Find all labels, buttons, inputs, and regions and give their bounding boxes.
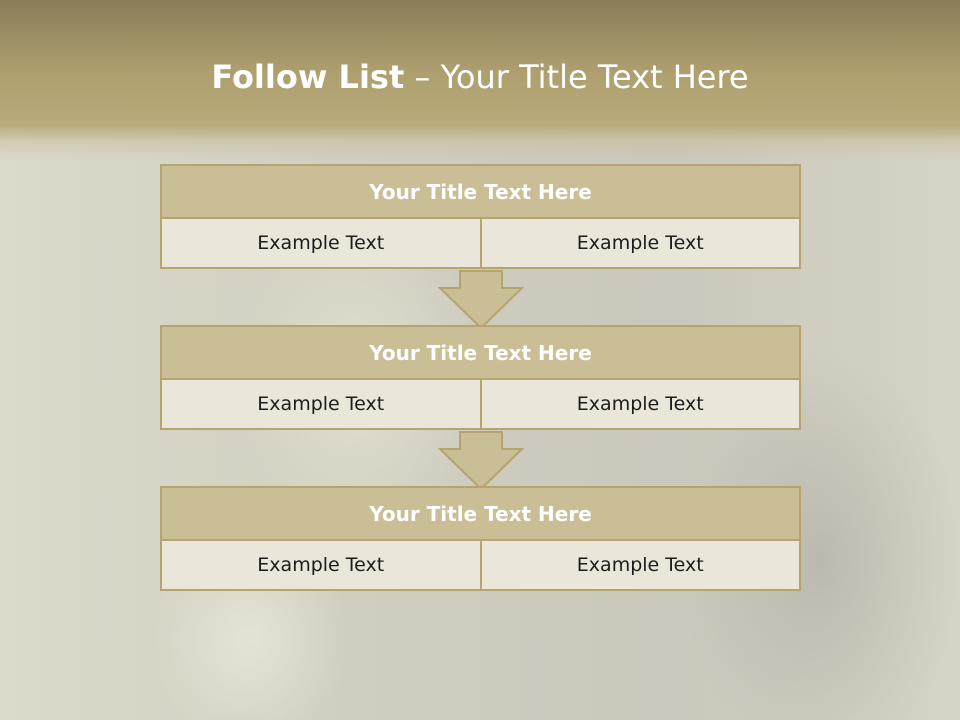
title-banner <box>0 0 960 160</box>
arrow-down-icon <box>438 270 524 330</box>
step-cell-right: Example Text <box>479 219 800 267</box>
step-header: Your Title Text Here <box>160 164 801 219</box>
step-cell-left: Example Text <box>257 232 385 254</box>
step-header: Your Title Text Here <box>160 486 801 541</box>
step-row: Example Text Example Text <box>160 380 801 430</box>
slide-title-rest: – Your Title Text Here <box>404 58 749 96</box>
step-cell-right: Example Text <box>479 541 800 589</box>
step-block-2: Your Title Text Here Example Text Exampl… <box>160 325 801 430</box>
step-cell-right: Example Text <box>479 380 800 428</box>
slide-title: Follow List – Your Title Text Here <box>0 52 960 102</box>
step-cell-left: Example Text <box>257 393 385 415</box>
step-header: Your Title Text Here <box>160 325 801 380</box>
arrow-down-icon <box>438 431 524 491</box>
step-block-3: Your Title Text Here Example Text Exampl… <box>160 486 801 591</box>
step-row: Example Text Example Text <box>160 541 801 591</box>
step-block-1: Your Title Text Here Example Text Exampl… <box>160 164 801 269</box>
step-cell-left: Example Text <box>257 554 385 576</box>
step-row: Example Text Example Text <box>160 219 801 269</box>
slide-title-bold: Follow List <box>211 58 405 96</box>
